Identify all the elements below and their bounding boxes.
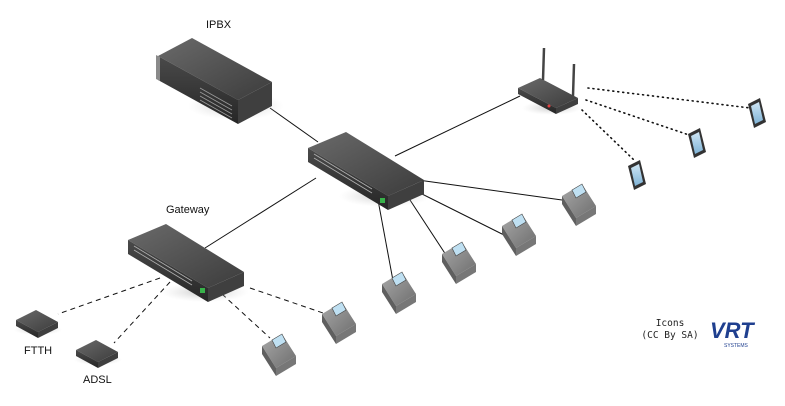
logo-text: VRT [710,318,755,343]
ipbx-label: IPBX [206,19,232,31]
ipbx-server-icon [156,38,284,124]
ip-phone-icon-2 [502,213,536,256]
vrt-systems-logo: VRT SYSTEMS [710,318,755,349]
connections [204,95,563,287]
logo-subtext: SYSTEMS [724,343,749,349]
core-switch-icon [308,132,431,210]
link-switch-phone-1 [417,179,563,201]
ip-phone-icon-1 [562,183,596,226]
tablet-icon-3 [748,98,766,128]
gateway-switch-icon [128,224,249,302]
tablet-icon-1 [628,160,646,190]
ip-phone-icon-6 [262,333,296,376]
link-gateway-adsl [113,281,171,344]
link-gateway-phone-5 [221,293,271,339]
ftth-modem-icon [14,310,62,338]
tablet-icon-2 [688,128,706,158]
link-switch-phone-2 [417,191,507,237]
icons-credit-line1: Icons [655,318,685,329]
wifi-link-tablet-2 [585,99,693,137]
icons-credit-line2: (CC By SA) [641,330,699,341]
link-switch-gateway [204,177,317,249]
link-switch-phone-3 [409,199,449,259]
ip-phone-icon-5 [322,301,356,344]
adsl-modem-icon [74,340,122,368]
ip-phone-icon-4 [382,271,416,314]
icons-credit: Icons (CC By SA) [630,318,710,342]
ftth-label: FTTH [24,345,53,357]
link-gateway-phone-6 [249,287,327,315]
dashed-connections [57,277,327,344]
link-switch-router [394,95,521,157]
adsl-label: ADSL [83,374,112,386]
link-gateway-ftth [57,277,161,315]
wireless-router-icon [518,47,582,115]
link-ipbx-switch [269,107,319,143]
wireless-links [581,87,751,161]
wifi-link-tablet-3 [587,87,751,109]
gateway-label: Gateway [166,204,210,216]
link-switch-phone-4 [377,199,395,287]
wifi-link-tablet-1 [581,109,635,161]
ip-phone-icon-3 [442,241,476,284]
